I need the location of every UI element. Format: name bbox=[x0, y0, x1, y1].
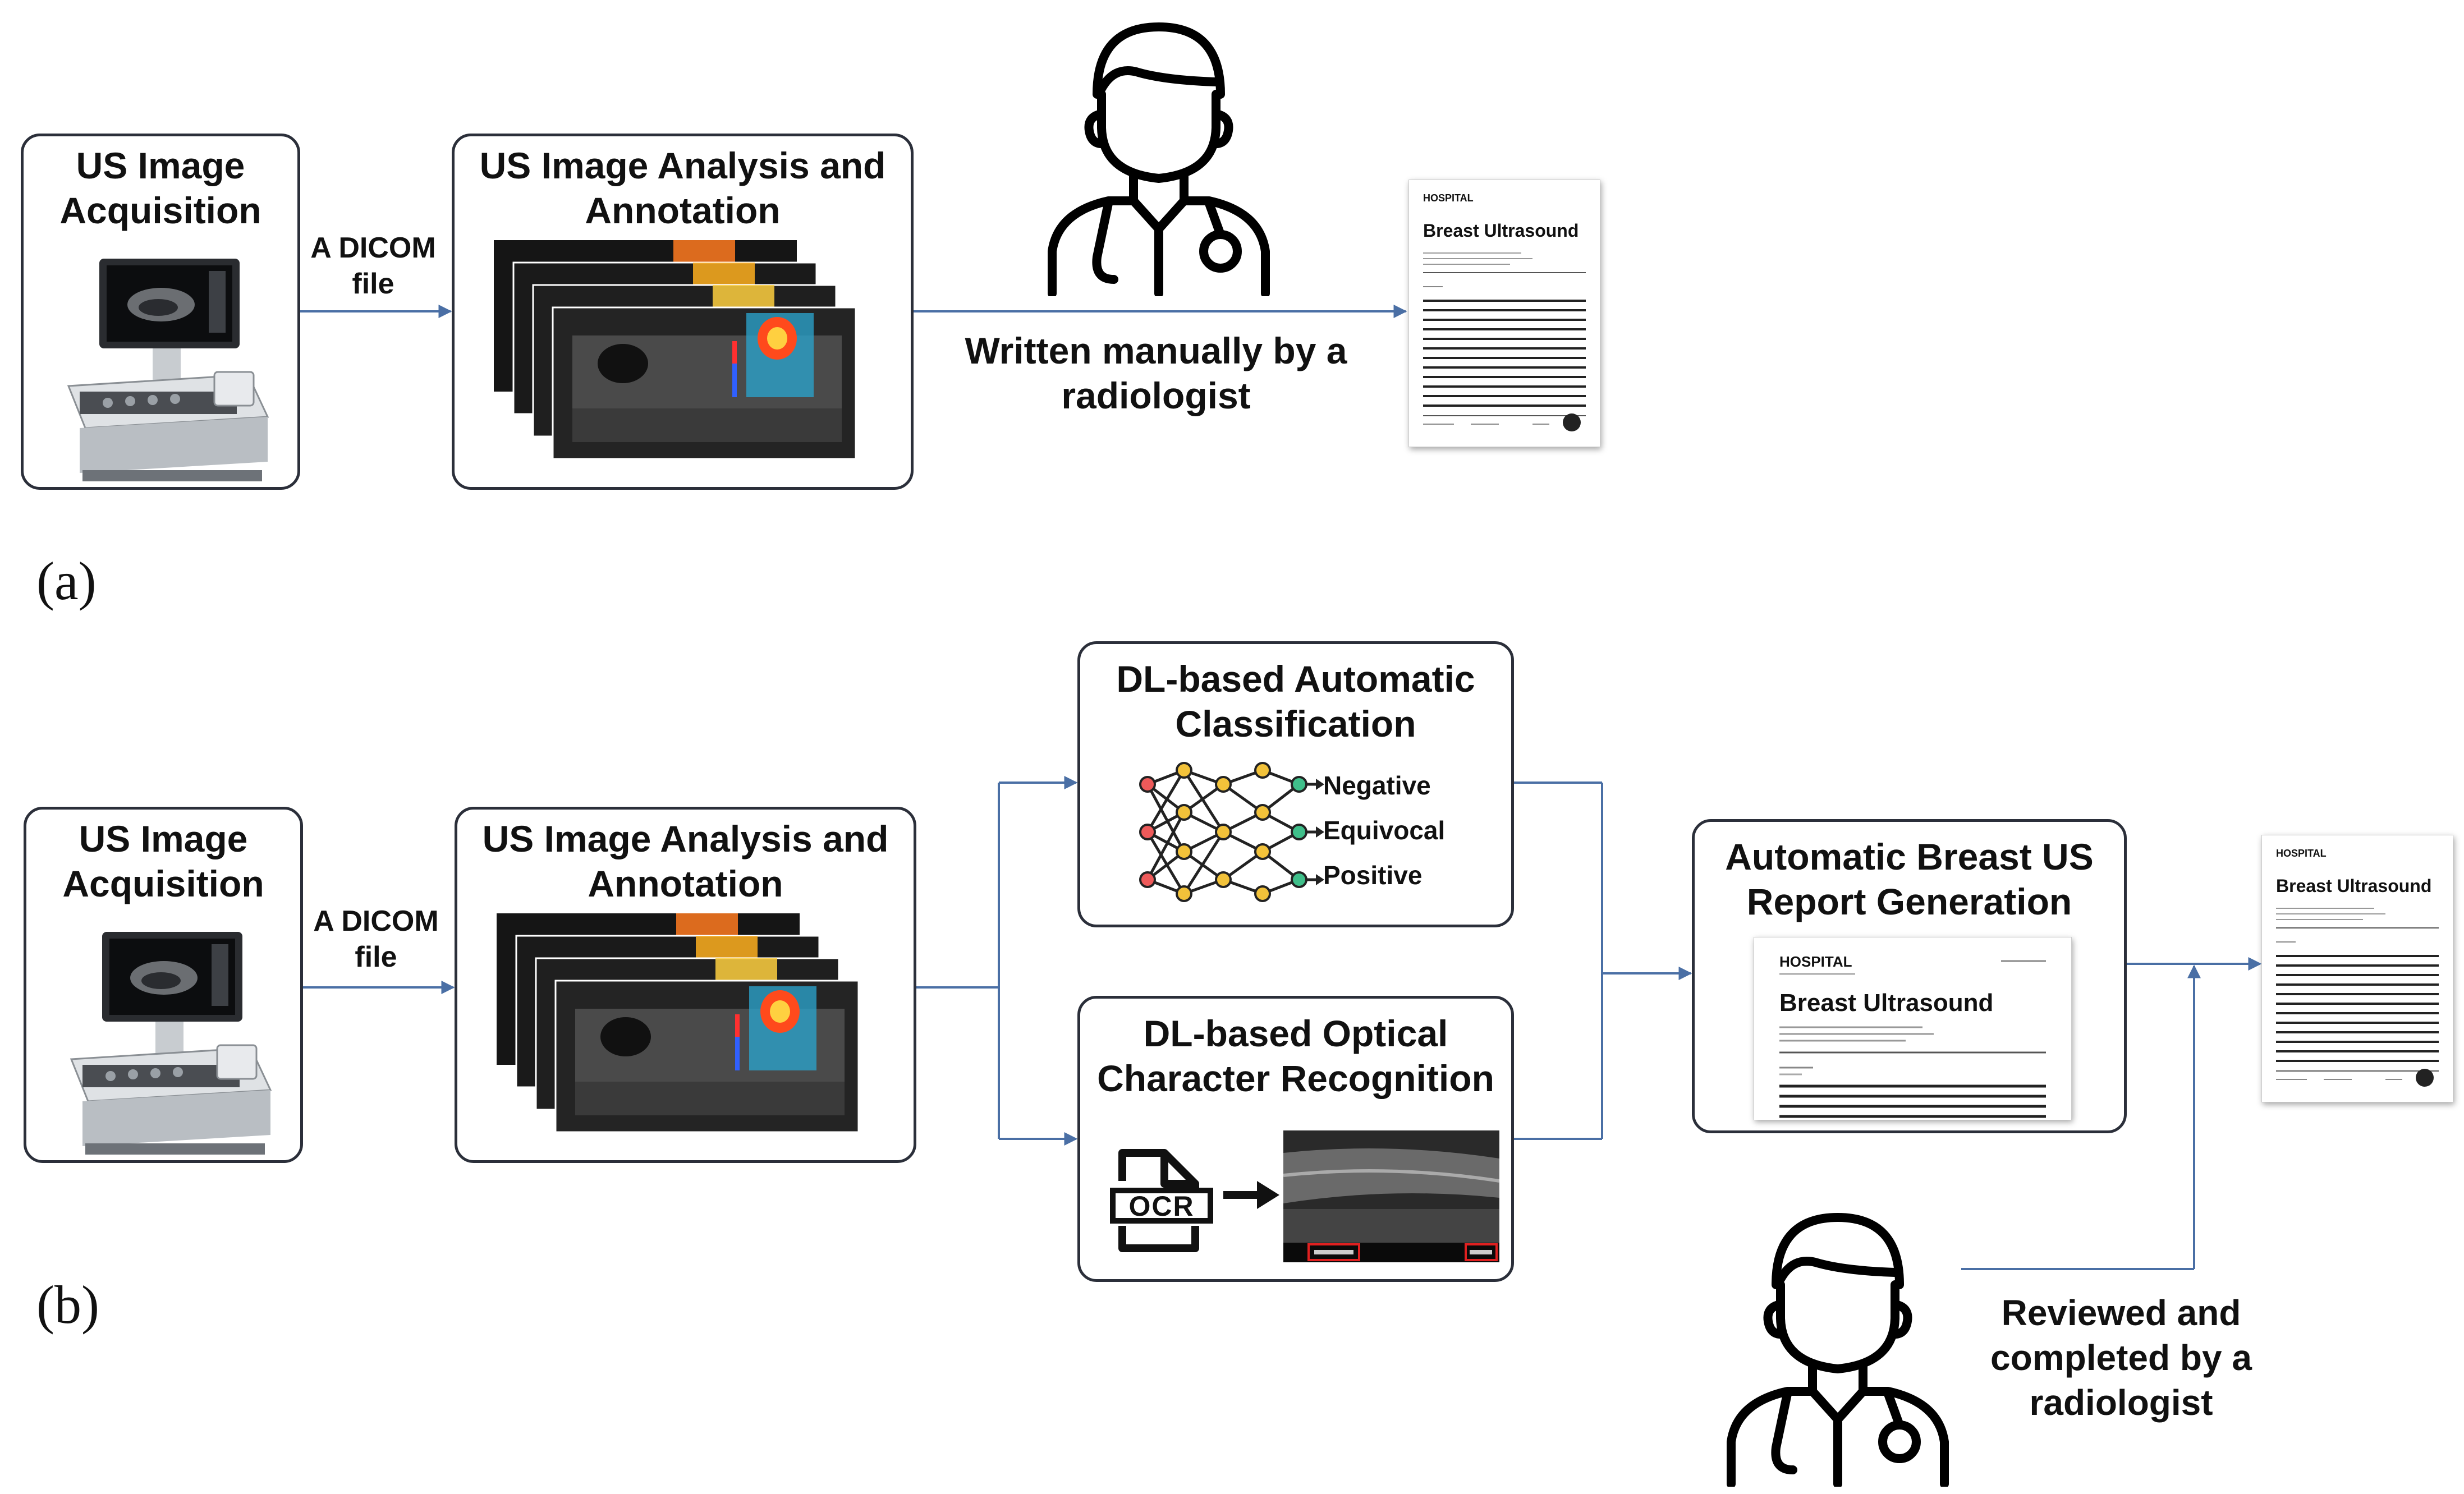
a-report-title: Breast Ultrasound bbox=[1423, 220, 1579, 241]
b-classification-box: DL-based Automatic Classification bbox=[1077, 641, 1514, 927]
b-report-lines bbox=[2276, 908, 2439, 1087]
b-acquisition-title: US Image Acquisition bbox=[62, 818, 264, 904]
b-analysis-title: US Image Analysis and Annotation bbox=[482, 818, 889, 904]
b-ocr-file-icon: OCR bbox=[1110, 1136, 1213, 1254]
b-class-negative: Negative bbox=[1323, 771, 1431, 800]
b-dicom-label: A DICOM file bbox=[313, 905, 439, 973]
b-report-document: HOSPITAL Breast Ultrasound bbox=[2261, 835, 2453, 1102]
a-manual-label: Written manually by a radiologist bbox=[965, 330, 1347, 416]
b-class-equivocal: Equivocal bbox=[1323, 816, 1446, 845]
b-generation-report-lines bbox=[1779, 960, 2046, 1118]
a-report-hospital: HOSPITAL bbox=[1423, 192, 1474, 204]
b-generation-report-hospital: HOSPITAL bbox=[1779, 953, 1852, 970]
b-ultrasound-stack-icon bbox=[497, 913, 860, 1133]
a-report-document: HOSPITAL Breast Ultrasound bbox=[1408, 180, 1600, 447]
b-classification-title: DL-based Automatic Classification bbox=[1116, 658, 1475, 744]
b-report-hospital: HOSPITAL bbox=[2276, 848, 2327, 859]
b-neural-network-icon bbox=[1139, 762, 1324, 902]
b-ocr-icon-text: OCR bbox=[1110, 1188, 1213, 1224]
a-ultrasound-stack-icon bbox=[494, 240, 857, 460]
b-report-title: Breast Ultrasound bbox=[2276, 876, 2432, 896]
a-acquisition-box: US Image Acquisition bbox=[21, 134, 300, 490]
b-ocr-arrow-icon bbox=[1223, 1181, 1279, 1209]
b-generation-report-title: Breast Ultrasound bbox=[1779, 989, 1994, 1017]
b-panel-letter: (b) bbox=[36, 1275, 99, 1335]
b-generation-report-preview: HOSPITAL Breast Ultrasound bbox=[1754, 937, 2072, 1120]
b-generation-box: Automatic Breast US Report Generation HO… bbox=[1692, 819, 2127, 1133]
b-review-label: Reviewed and completed by a radiologist bbox=[1990, 1293, 2252, 1423]
b-ultrasound-machine-icon bbox=[70, 932, 272, 1155]
a-report-lines bbox=[1423, 252, 1586, 431]
b-generation-title: Automatic Breast US Report Generation bbox=[1725, 836, 2094, 922]
a-panel-letter: (a) bbox=[36, 551, 97, 611]
b-class-positive: Positive bbox=[1323, 861, 1423, 890]
a-dicom-label: A DICOM file bbox=[310, 232, 436, 300]
a-ultrasound-machine-icon bbox=[67, 259, 269, 481]
a-doctor-icon bbox=[1048, 22, 1270, 296]
a-acquisition-title: US Image Acquisition bbox=[59, 145, 261, 231]
b-analysis-box: US Image Analysis and Annotation bbox=[455, 807, 916, 1163]
b-ocr-box: DL-based Optical Character Recognition O… bbox=[1077, 996, 1514, 1282]
b-acquisition-box: US Image Acquisition bbox=[24, 807, 303, 1163]
b-ocr-title: DL-based Optical Character Recognition bbox=[1097, 1013, 1494, 1099]
a-analysis-title: US Image Analysis and Annotation bbox=[479, 145, 886, 231]
b-doctor-icon bbox=[1727, 1213, 1949, 1487]
a-analysis-box: US Image Analysis and Annotation bbox=[452, 134, 914, 490]
b-ocr-ultrasound-image bbox=[1283, 1130, 1499, 1262]
